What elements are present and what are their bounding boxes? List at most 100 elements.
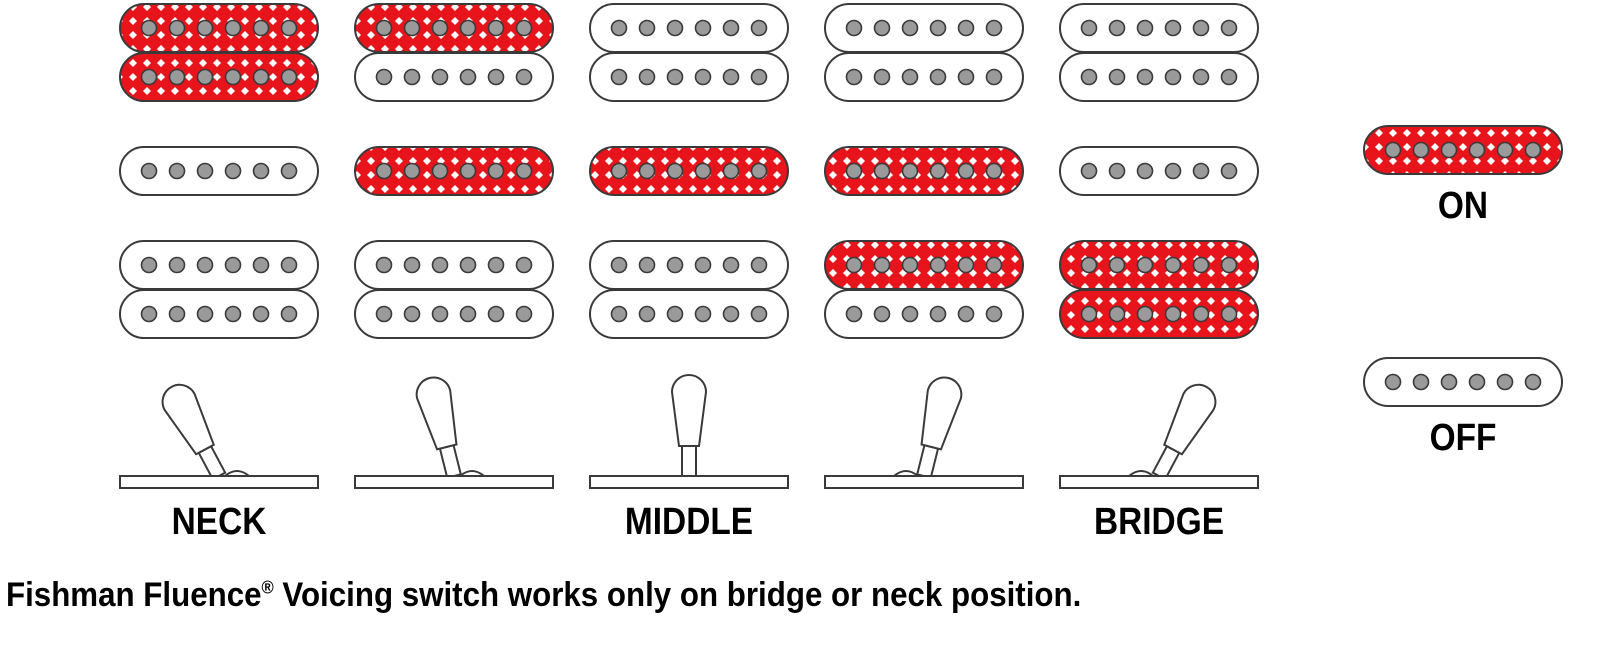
pickup-body-off <box>119 289 319 339</box>
pole-piece <box>459 305 477 323</box>
pole-piece <box>666 256 684 274</box>
pole-piece <box>1164 256 1182 274</box>
middle-single-coil <box>589 146 789 196</box>
pole-piece <box>985 162 1003 180</box>
switch-shaft <box>915 443 940 479</box>
pickup-body-off <box>824 289 1024 339</box>
pole-piece <box>873 305 891 323</box>
pole-piece <box>722 68 740 86</box>
pole-piece <box>873 68 891 86</box>
pole-piece <box>929 305 947 323</box>
pole-piece <box>901 68 919 86</box>
pole-piece <box>280 162 298 180</box>
pole-piece <box>722 256 740 274</box>
pole-piece <box>957 68 975 86</box>
pole-piece <box>431 162 449 180</box>
switch-pivot-arc <box>224 470 250 477</box>
pickup-body-off <box>354 52 554 102</box>
pole-piece <box>1496 373 1514 391</box>
pole-piece <box>515 162 533 180</box>
pole-piece <box>985 19 1003 37</box>
pole-piece <box>196 68 214 86</box>
pole-piece <box>1108 256 1126 274</box>
pickup-body-off <box>1363 357 1563 407</box>
bridge-humbucker-coil-1 <box>119 240 319 290</box>
pole-piece <box>252 256 270 274</box>
pole-piece <box>638 68 656 86</box>
pickup-body-off <box>119 146 319 196</box>
pole-piece <box>722 305 740 323</box>
bridge-humbucker-coil-1 <box>1059 240 1259 290</box>
pole-piece <box>1384 373 1402 391</box>
pole-piece <box>1412 373 1430 391</box>
bridge-humbucker-coil-1 <box>354 240 554 290</box>
bridge-humbucker-coil-1 <box>824 240 1024 290</box>
pickup-body-on <box>589 146 789 196</box>
pole-piece <box>168 19 186 37</box>
legend-on-pickup <box>1363 125 1563 175</box>
switch-plate <box>824 475 1024 489</box>
pole-piece <box>873 256 891 274</box>
pole-piece <box>487 256 505 274</box>
pole-piece <box>722 19 740 37</box>
switch-lever <box>161 383 227 481</box>
switch-position-3: MIDDLE <box>589 3 789 542</box>
pole-piece <box>1220 68 1238 86</box>
pole-piece <box>610 256 628 274</box>
pole-piece <box>694 19 712 37</box>
pole-piece <box>1220 256 1238 274</box>
pole-piece <box>845 162 863 180</box>
switch-pivot-arc <box>893 470 919 477</box>
pole-piece <box>252 305 270 323</box>
pole-piece <box>1080 19 1098 37</box>
pole-piece <box>1136 256 1154 274</box>
pole-piece <box>873 162 891 180</box>
pole-piece <box>459 256 477 274</box>
switch-shaft <box>438 443 463 479</box>
bridge-humbucker-coil-2 <box>119 289 319 339</box>
pole-piece <box>1192 162 1210 180</box>
pole-piece <box>1192 305 1210 323</box>
pole-piece <box>845 256 863 274</box>
legend-off-pickup <box>1363 357 1563 407</box>
pole-piece <box>845 68 863 86</box>
pickup-body-on <box>119 52 319 102</box>
pole-piece <box>196 305 214 323</box>
pole-piece <box>459 19 477 37</box>
pole-piece <box>1164 305 1182 323</box>
bridge-humbucker-coil-1 <box>589 240 789 290</box>
switch-tip <box>670 374 708 447</box>
legend-on-label: ON <box>1438 184 1488 226</box>
pole-piece <box>1440 373 1458 391</box>
switch-tip <box>1163 383 1217 456</box>
pole-piece <box>694 305 712 323</box>
bridge-humbucker-coil-2 <box>1059 289 1259 339</box>
pole-piece <box>1108 68 1126 86</box>
pole-piece <box>375 305 393 323</box>
bridge-humbucker-coil-2 <box>354 289 554 339</box>
neck-humbucker-coil-1 <box>824 3 1024 53</box>
pole-piece <box>1080 68 1098 86</box>
pole-piece <box>1164 162 1182 180</box>
neck-humbucker-coil-1 <box>119 3 319 53</box>
pole-piece <box>1136 19 1154 37</box>
pickup-body-on <box>354 146 554 196</box>
pole-piece <box>957 256 975 274</box>
pickup-body-off <box>354 289 554 339</box>
pole-piece <box>224 256 242 274</box>
pole-piece <box>610 162 628 180</box>
pole-piece <box>1524 373 1542 391</box>
switch-tip <box>415 376 458 451</box>
switch-position-4 <box>824 3 1024 489</box>
pole-piece <box>666 162 684 180</box>
selector-switch-middle-bridge <box>824 376 1024 489</box>
pole-piece <box>1136 68 1154 86</box>
pole-piece <box>1496 141 1514 159</box>
neck-humbucker-coil-2 <box>589 52 789 102</box>
pole-piece <box>750 305 768 323</box>
legend-off-label: OFF <box>1430 416 1497 458</box>
switch-position-5: BRIDGE <box>1059 3 1259 542</box>
middle-single-coil <box>119 146 319 196</box>
pole-piece <box>638 19 656 37</box>
pole-piece <box>196 162 214 180</box>
